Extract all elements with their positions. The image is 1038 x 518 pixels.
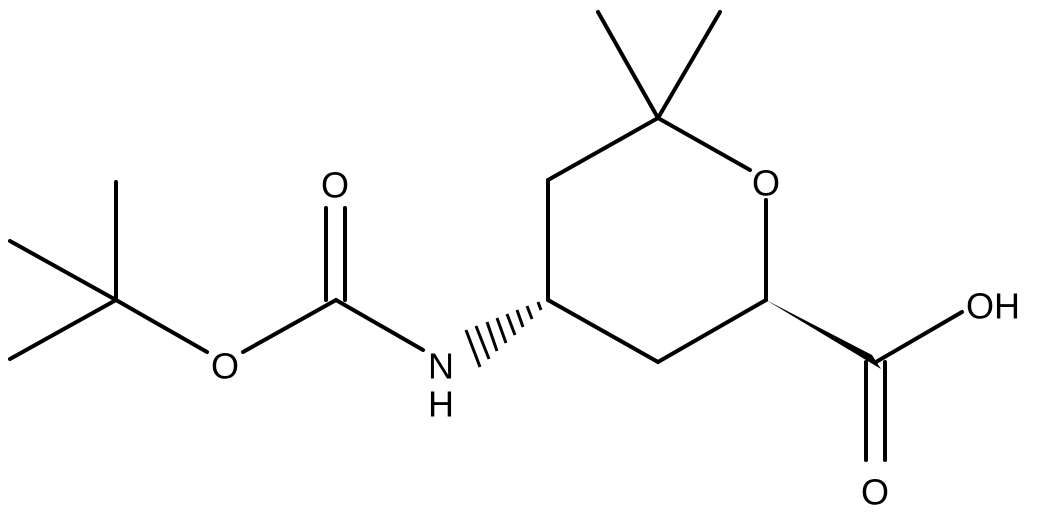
bond-c6-c5 [656,298,768,364]
bond-tbu-methyl-left-top [8,239,118,302]
atom-label-amine-hydrogen: H [428,384,454,425]
solid-wedge-bond-c6-carboxyl [766,300,881,369]
bond-tbu-methyl-left-bottom [8,298,118,361]
bond-tbu-to-ester-oxygen [114,298,209,354]
atom-label-acid-carbonyl-oxygen: O [861,472,889,513]
atom-label-amine-nitrogen: N [428,346,454,387]
atom-label-boc-carbonyl-oxygen: O [321,165,349,206]
bond-c2-ring-oxygen [656,116,752,172]
bond-c5-c4 [546,298,660,364]
hashed-wedge-bond-c4-n [464,297,551,368]
atom-label-ring-oxygen: O [752,163,780,204]
bond-c3-c2 [546,116,660,182]
bond-ester-oxygen-to-carbonyl [241,298,338,354]
atom-label-hydroxyl: OH [966,286,1020,327]
bond-carbonyl-to-nitrogen [334,298,425,352]
bond-c2-methyl-right [656,10,722,120]
atom-label-boc-ester-oxygen: O [211,346,239,387]
bond-c2-methyl-left [596,10,660,120]
bond-carboxyl-to-hydroxyl [874,310,964,364]
